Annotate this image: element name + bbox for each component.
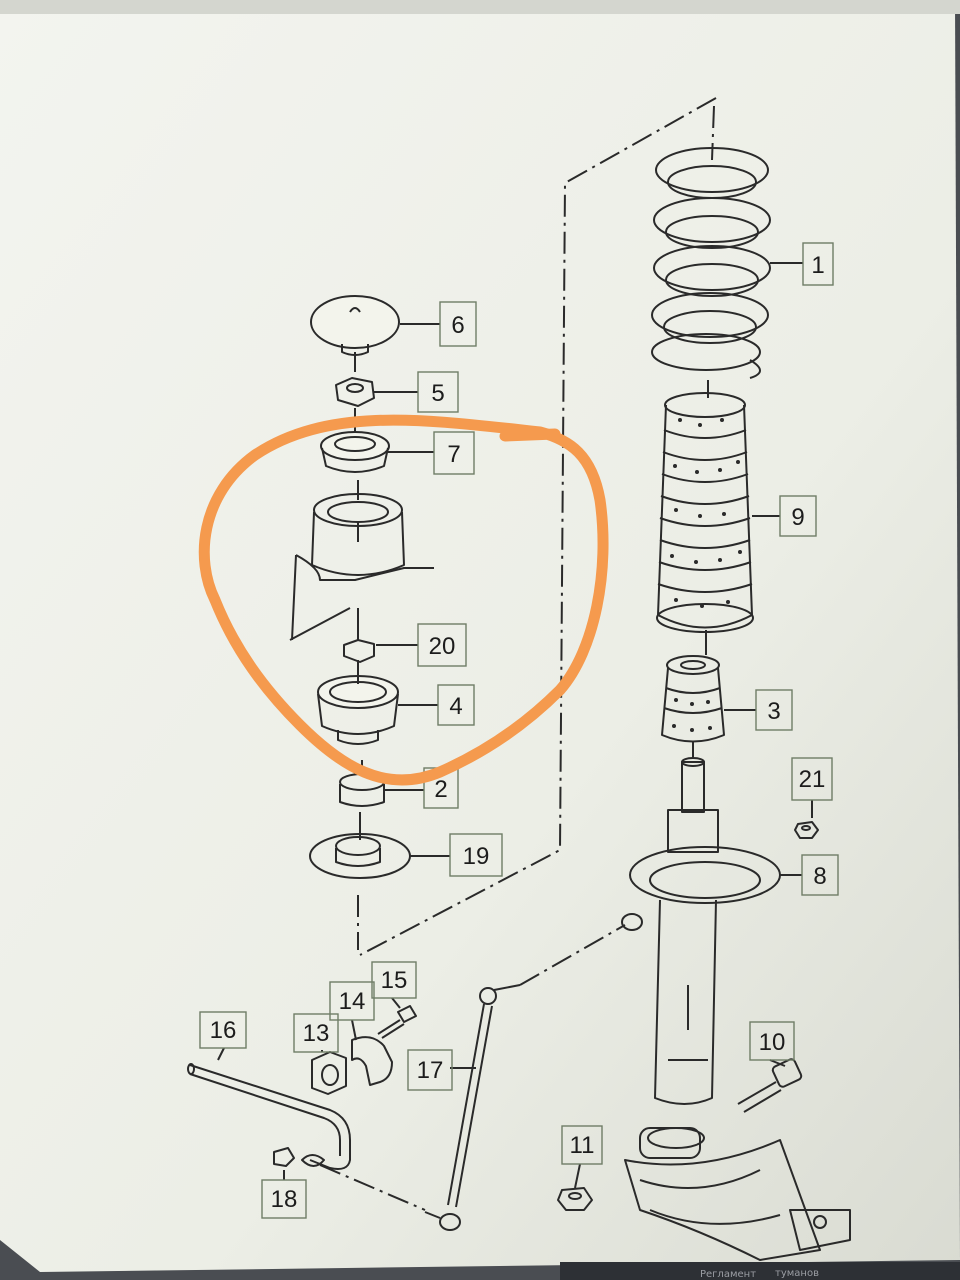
svg-text:13: 13 — [303, 1020, 330, 1047]
svg-text:1: 1 — [811, 252, 824, 279]
washer-7-part — [320, 431, 390, 473]
nut-11-part — [557, 1187, 593, 1211]
svg-text:21: 21 — [799, 766, 826, 793]
svg-text:8: 8 — [813, 863, 826, 890]
svg-text:7: 7 — [447, 441, 460, 468]
svg-text:10: 10 — [759, 1029, 786, 1056]
svg-text:20: 20 — [429, 633, 456, 660]
svg-text:6: 6 — [451, 312, 464, 339]
svg-text:9: 9 — [791, 504, 804, 531]
svg-text:18: 18 — [271, 1186, 298, 1213]
bar-dash — [319, 1164, 426, 1211]
callout-15: 15 — [371, 961, 417, 999]
nut-21-part — [794, 821, 819, 839]
callout-9: 9 — [779, 495, 817, 537]
bump-stop-part — [661, 655, 725, 743]
screen-bottom-text-2: туманов — [775, 1268, 819, 1279]
callout-17: 17 — [407, 1049, 453, 1091]
svg-text:14: 14 — [339, 988, 366, 1015]
strut-axis — [692, 380, 709, 758]
strut-mount-part — [289, 493, 434, 641]
screen-bottom-text-1: Регламент — [700, 1269, 756, 1280]
svg-text:15: 15 — [381, 967, 408, 994]
svg-text:19: 19 — [463, 843, 490, 870]
callout-20: 20 — [417, 623, 467, 667]
svg-text:4: 4 — [449, 693, 462, 720]
cap-6-part — [310, 295, 400, 356]
callout-11: 11 — [561, 1125, 603, 1165]
bolt-10-part — [737, 1058, 803, 1113]
callout-1: 1 — [802, 242, 834, 286]
callout-14: 14 — [329, 981, 375, 1021]
link-17-part — [424, 984, 521, 1231]
shock-absorber-strut-part — [621, 757, 851, 1261]
screen-bottom-strip — [560, 1262, 960, 1280]
axis-dash-strut — [711, 105, 715, 161]
nut-18-part — [273, 1147, 325, 1167]
svg-text:17: 17 — [417, 1057, 444, 1084]
callout-3: 3 — [755, 689, 793, 731]
callout-4: 4 — [437, 684, 475, 726]
leader-lines — [217, 262, 813, 1189]
callout-5: 5 — [417, 371, 459, 413]
svg-text:3: 3 — [767, 698, 780, 725]
clamp-14-part — [351, 1036, 393, 1086]
callout-19: 19 — [449, 833, 503, 877]
callout-6: 6 — [439, 301, 477, 347]
screen-top-strip — [0, 0, 960, 14]
coil-spring-part — [651, 147, 771, 379]
callout-10: 10 — [749, 1021, 795, 1061]
callout-18: 18 — [261, 1179, 307, 1219]
callout-21: 21 — [791, 757, 833, 801]
svg-text:16: 16 — [210, 1017, 237, 1044]
stabilizer-bar-16-part — [187, 1063, 351, 1170]
svg-text:11: 11 — [570, 1132, 595, 1159]
callout-8: 8 — [801, 854, 839, 896]
orange-highlight-circle — [198, 414, 609, 786]
callout-13: 13 — [293, 1013, 339, 1053]
nut-5-part — [335, 377, 375, 407]
svg-text:2: 2 — [434, 776, 447, 803]
svg-text:5: 5 — [431, 380, 444, 407]
bolt-15-part — [377, 1005, 417, 1039]
callout-7: 7 — [433, 431, 475, 475]
callout-16: 16 — [199, 1011, 247, 1049]
assembly-dash-line — [359, 97, 717, 956]
link-dash — [519, 924, 626, 986]
